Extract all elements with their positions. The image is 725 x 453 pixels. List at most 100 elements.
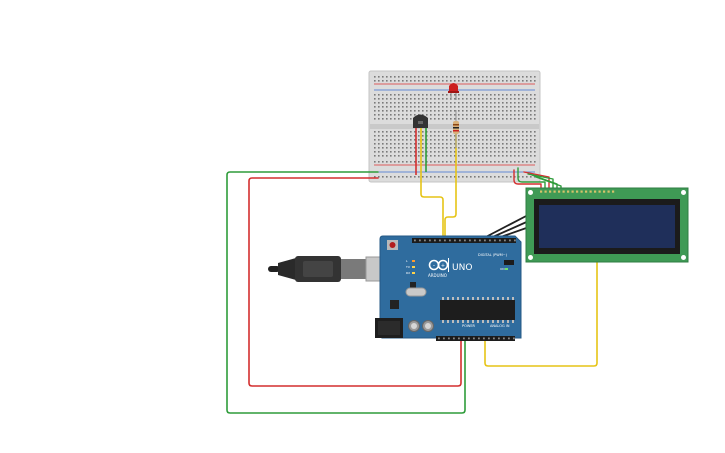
chip-pin [477,320,479,323]
breadboard-hole [382,143,384,145]
breadboard-hole [534,151,536,153]
breadboard-hole [414,114,416,116]
breadboard-hole [522,98,524,100]
breadboard-hole [518,155,520,157]
breadboard-hole [510,94,512,96]
breadboard-hole [534,139,536,141]
arduino-uno-board[interactable]: DIGITAL (PWM~) - + ARDUINO UNO L TX RX O… [375,235,522,341]
breadboard-hole [514,135,516,137]
breadboard-hole [526,143,528,145]
breadboard-hole [390,143,392,145]
breadboard-hole [422,98,424,100]
header-pin [494,239,496,242]
breadboard-hole [466,94,468,96]
breadboard-hole [502,106,504,108]
breadboard-hole [446,98,448,100]
breadboard-hole [482,102,484,104]
breadboard-hole [422,151,424,153]
digital-header-pins[interactable] [414,239,516,242]
breadboard-hole [494,139,496,141]
breadboard-hole [406,102,408,104]
breadboard-hole [494,155,496,157]
breadboard-hole [506,110,508,112]
breadboard-hole [414,151,416,153]
breadboard-hole [398,135,400,137]
breadboard-hole [502,161,504,163]
header-pin [498,337,500,340]
breadboard-hole [398,114,400,116]
breadboard-hole [490,98,492,100]
breadboard-hole [430,147,432,149]
breadboard-hole [530,102,532,104]
breadboard-hole [410,110,412,112]
breadboard-hole [526,76,528,78]
breadboard-hole [374,143,376,145]
breadboard-hole [482,106,484,108]
breadboard-hole [446,76,448,78]
breadboard-hole [506,102,508,104]
breadboard-hole [458,118,460,120]
breadboard-hole [462,106,464,108]
header-pin [478,337,480,340]
breadboard-hole [510,98,512,100]
lcd-display-16x2[interactable] [525,187,689,263]
breadboard-hole [442,131,444,133]
atmega-chip [440,300,515,320]
breadboard-hole [434,114,436,116]
brand-label: ARDUINO [428,273,447,278]
breadboard-hole [482,139,484,141]
breadboard-hole [414,94,416,96]
breadboard-hole [466,139,468,141]
breadboard-hole [454,94,456,96]
breadboard-hole [494,131,496,133]
breadboard-hole [394,114,396,116]
temperature-sensor[interactable] [413,114,428,176]
breadboard-hole [434,94,436,96]
breadboard-hole [478,114,480,116]
breadboard-hole [442,151,444,153]
breadboard-hole [534,118,536,120]
bottom-header-pins[interactable] [438,337,515,340]
breadboard-hole [430,106,432,108]
resistor[interactable] [453,110,459,148]
breadboard-hole [430,114,432,116]
breadboard-hole [378,161,380,163]
header-pin [458,337,460,340]
breadboard-hole [510,102,512,104]
breadboard-hole [486,176,488,178]
breadboard-hole [394,118,396,120]
breadboard-hole [414,139,416,141]
breadboard-hole [462,98,464,100]
breadboard-hole [522,143,524,145]
breadboard-hole [442,143,444,145]
breadboard-hole [482,135,484,137]
breadboard-hole [394,110,396,112]
header-pin [448,337,450,340]
chip-pin [447,297,449,300]
red-led[interactable] [448,83,459,100]
breadboard-hole [438,135,440,137]
breadboard-hole [458,80,460,82]
breadboard-hole [438,106,440,108]
breadboard-hole [470,110,472,112]
breadboard-hole [402,151,404,153]
breadboard-hole [494,80,496,82]
breadboard-hole [394,147,396,149]
breadboard-hole [422,102,424,104]
breadboard-hole [442,110,444,112]
breadboard-hole [446,161,448,163]
breadboard-hole [466,80,468,82]
breadboard-hole [402,94,404,96]
breadboard-hole [410,118,412,120]
breadboard-hole [410,147,412,149]
breadboard-hole [410,151,412,153]
breadboard-hole [418,147,420,149]
chip-pin [447,320,449,323]
digital-label: DIGITAL (PWM~) [478,253,508,257]
breadboard-hole [474,94,476,96]
breadboard-hole [510,155,512,157]
wire-red-lcd-a [513,169,542,191]
lcd-header-pins[interactable] [540,190,615,193]
chip-pin [482,320,484,323]
